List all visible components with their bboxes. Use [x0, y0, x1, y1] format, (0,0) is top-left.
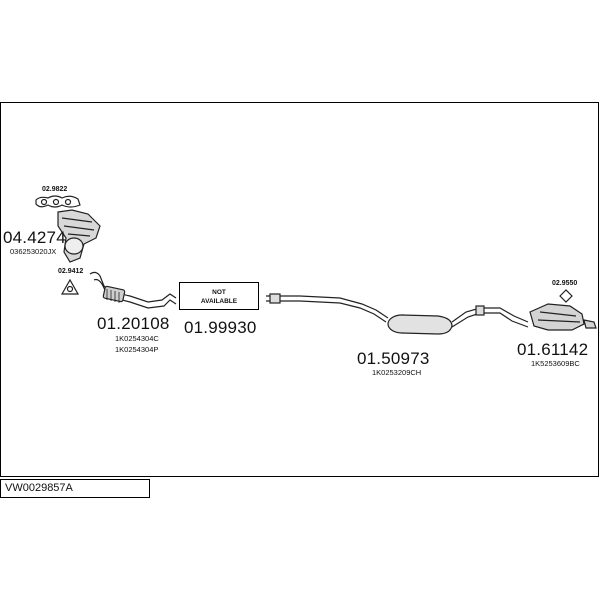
rear-silencer-number: 01.61142: [517, 340, 589, 359]
gasket-top-drawing: [35, 195, 81, 208]
manifold-drawing: [57, 209, 101, 263]
not-available-label-2: AVAILABLE: [200, 298, 238, 305]
diagram-frame: [0, 102, 599, 477]
rear-silencer-drawing: [529, 289, 597, 331]
not-available-number: 01.99930: [184, 318, 257, 337]
not-available-box: NOT AVAILABLE: [179, 282, 259, 310]
manifold-number: 04.4274: [3, 228, 66, 247]
front-pipe-oe-2: 1K0254304P: [115, 345, 159, 354]
front-pipe-number: 01.20108: [97, 314, 170, 333]
front-pipe-drawing: [89, 271, 177, 309]
rear-silencer-oe: 1K5253609BC: [531, 359, 580, 368]
middle-silencer-oe: 1K0253209CH: [372, 368, 422, 377]
gasket-front-number: 02.9412: [58, 268, 84, 275]
gasket-front-drawing: [60, 278, 80, 295]
gasket-top-number: 02.9822: [42, 186, 68, 193]
manifold-oe-number: 036253020JX: [10, 247, 57, 256]
rear-gasket-number: 02.9550: [552, 280, 578, 287]
diagram-code: VW0029857A: [0, 479, 150, 498]
middle-silencer-number: 01.50973: [357, 349, 430, 368]
front-pipe-oe-1: 1K0254304C: [115, 334, 159, 343]
middle-pipe-drawing: [266, 293, 529, 335]
not-available-label-1: NOT: [212, 289, 226, 296]
